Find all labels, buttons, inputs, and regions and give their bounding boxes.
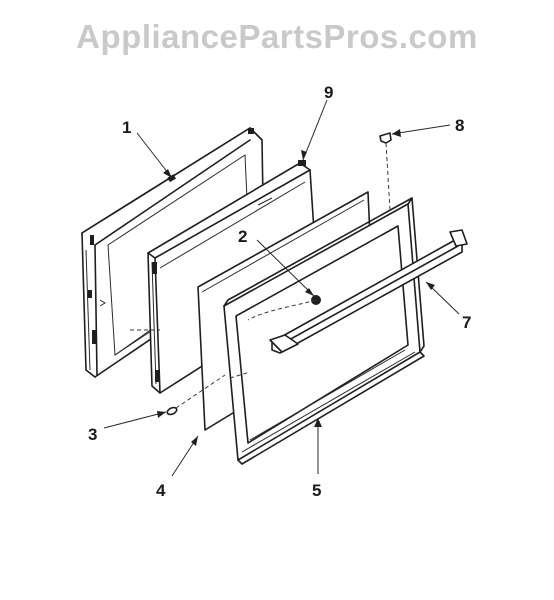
watermark-logo: AppliancePartsPros.com	[76, 18, 478, 55]
callout-7: 7	[462, 313, 471, 332]
part-5-front-frame	[223, 197, 425, 465]
part-8-screw	[379, 132, 392, 211]
part-2-center-fastener	[247, 295, 321, 321]
callout-labels: 1 9 2 8 7 3 4 5	[88, 83, 471, 500]
callout-9: 9	[324, 83, 333, 102]
callout-2: 2	[238, 227, 247, 246]
leader-lines	[103, 99, 460, 477]
callout-4: 4	[156, 481, 166, 500]
callout-8: 8	[455, 116, 464, 135]
assembly-guide-lines	[130, 329, 251, 379]
callout-5: 5	[312, 481, 321, 500]
callout-1: 1	[122, 118, 131, 137]
part-3-clip	[166, 374, 226, 416]
callout-3: 3	[88, 425, 97, 444]
part-7-door-handle	[269, 229, 468, 354]
